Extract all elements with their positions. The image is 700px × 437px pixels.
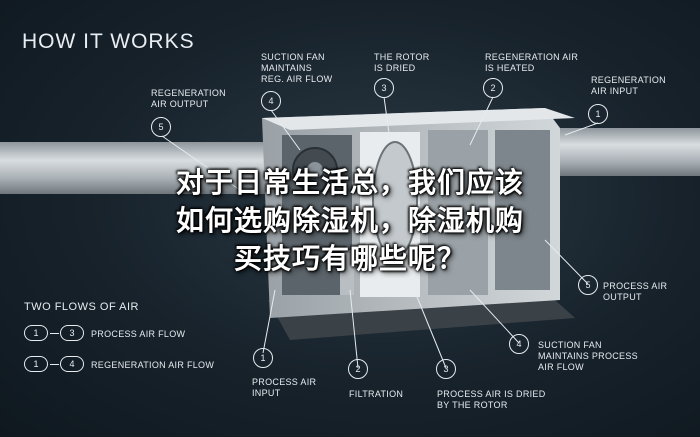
label-regeneration-heated: REGENERATION AIR IS HEATED [485, 52, 579, 73]
label-regeneration-air-input: REGENERATION AIR INPUT [591, 75, 666, 96]
number-badge-3: 3 [436, 359, 456, 379]
label-process-air-dried: PROCESS AIR IS DRIED BY THE ROTOR [437, 389, 546, 410]
legend-pill-1: 1 [24, 356, 48, 372]
number-badge-2: 2 [483, 78, 503, 98]
number-badge-5: 5 [578, 275, 598, 295]
label-process-air-input: PROCESS AIR INPUT [252, 377, 317, 398]
label-process-air-output: PROCESS AIR OUTPUT [603, 281, 668, 302]
overlay-headline-line-1: 对于日常生活总，我们应该 [175, 166, 524, 199]
right-duct [560, 128, 700, 176]
number-badge-3: 3 [374, 78, 394, 98]
overlay-headline-line-2: 如何选购除湿机，除湿机购 [175, 204, 524, 237]
legend-pill-1: 1 [24, 325, 48, 341]
legend-dash [50, 333, 59, 334]
legend-pill-3: 3 [60, 325, 84, 341]
label-filtration: FILTRATION [349, 389, 404, 399]
label-suction-fan-process: SUCTION FAN MAINTAINS PROCESS AIR FLOW [538, 340, 638, 372]
label-rotor-dried: THE ROTOR IS DRIED [374, 52, 430, 73]
number-badge-4: 4 [261, 91, 281, 111]
legend-process-air-flow: PROCESS AIR FLOW [91, 329, 186, 339]
number-badge-1: 1 [588, 104, 608, 124]
left-duct [0, 142, 290, 194]
label-regeneration-air-output: REGENERATION AIR OUTPUT [151, 88, 226, 109]
number-badge-4: 4 [509, 334, 529, 354]
legend-dash [50, 364, 59, 365]
page-title: HOW IT WORKS [22, 30, 195, 53]
legend-title: TWO FLOWS OF AIR [24, 301, 139, 313]
number-badge-2: 2 [348, 359, 368, 379]
label-suction-fan-regeneration: SUCTION FAN MAINTAINS REG. AIR FLOW [261, 52, 333, 84]
legend-regeneration-air-flow: REGENERATION AIR FLOW [91, 360, 215, 370]
number-badge-5: 5 [151, 117, 171, 137]
number-badge-1: 1 [253, 348, 273, 368]
overlay-headline-line-3: 买技巧有哪些呢？ [233, 242, 466, 275]
legend-pill-4: 4 [60, 356, 84, 372]
